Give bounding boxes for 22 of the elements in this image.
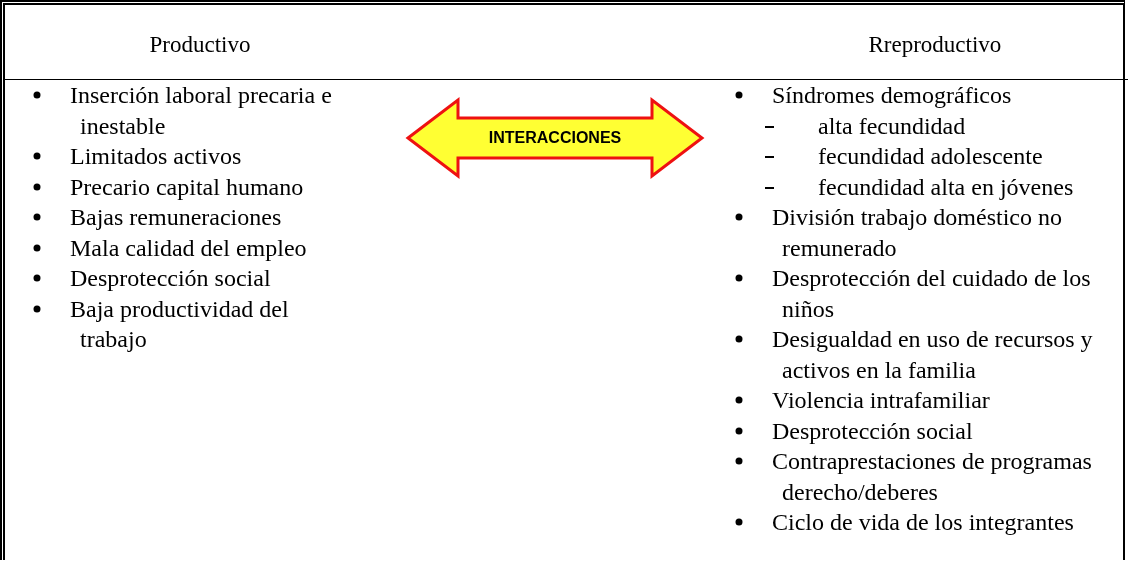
list-item: Precario capital humano [70,172,305,202]
list-item: Baja productividad del trabajo [70,294,290,354]
edge-label: INTERACCIONES [488,129,622,147]
double-arrow [405,96,705,180]
list-item: alta fecundidad [818,111,967,141]
list-item: Bajas remuneraciones [70,203,283,232]
list-item: Violencia intrafamiliar [772,386,991,415]
list-item: Desprotección social [772,416,974,446]
list-item: Desprotección social [70,264,272,293]
list-item: Desigualdad en uso de recursos y activos en la familia [772,325,1094,385]
list-item: División trabajo doméstico no remunerado [772,203,1063,263]
list-item: Ciclo de vida de los integrantes [772,508,1075,537]
list-item: fecundidad adolescente [818,142,1044,171]
list-item: Mala calidad del empleo [70,233,308,263]
column-heading: Productivo [149,31,251,59]
column-heading: Rreproductivo [868,31,1002,59]
list-item: fecundidad alta en jóvenes [818,172,1075,202]
list-item: Inserción laboral precaria e inestable [70,81,333,141]
list-item: Limitados activos [70,142,243,171]
list-item: Contraprestaciones de programas derecho/deberes [772,447,1093,507]
list-item: Síndromes demográficos [772,81,1013,110]
list-item: Desprotección del cuidado de los niños [772,264,1092,324]
